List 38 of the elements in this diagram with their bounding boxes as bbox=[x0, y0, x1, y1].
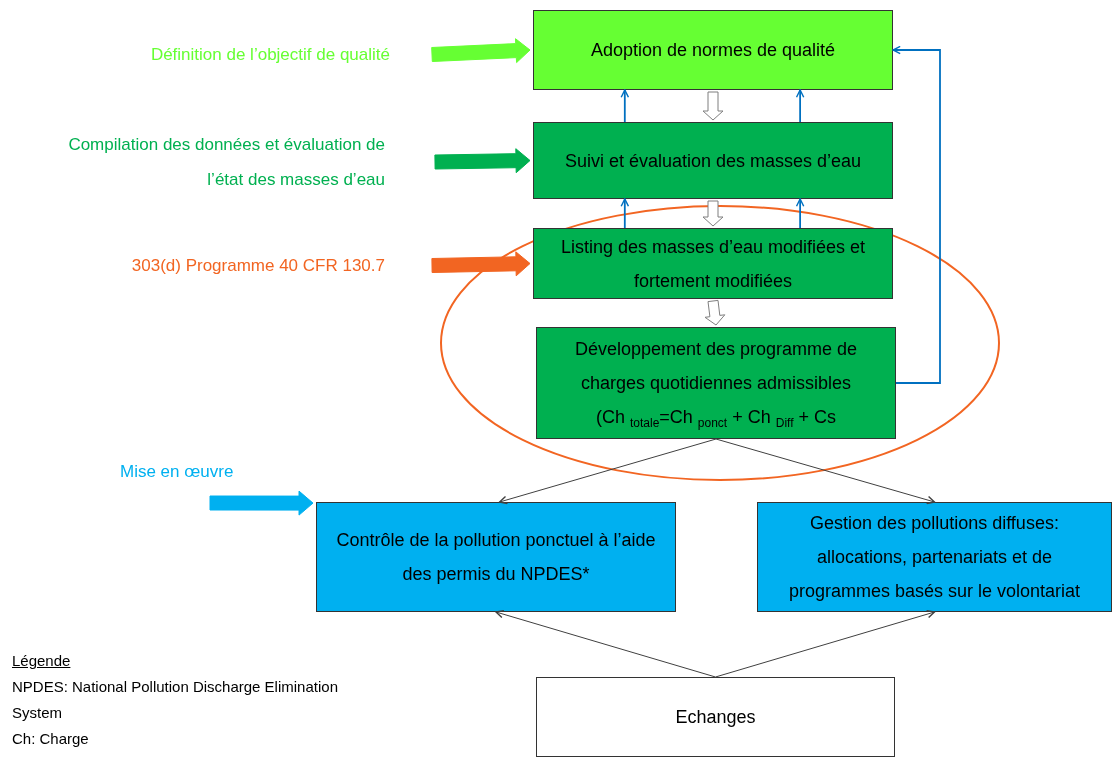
box-text: (Ch $_{totale}$=Ch $_{ponct}$ + Ch $_{Diff}$ + Cs bbox=[595, 406, 837, 432]
arrow bbox=[495, 609, 716, 678]
box-text: Listing des masses d’eau modifiées et fortement modifiées bbox=[559, 235, 867, 293]
process-box bbox=[533, 122, 893, 199]
step-label: 303(d) Programme 40 CFR 130.7 bbox=[40, 248, 385, 283]
legend-text: NPDES: National Pollution Discharge Elimination System bbox=[12, 677, 339, 723]
arrow bbox=[795, 198, 805, 229]
box-text: Gestion des pollutions diffuses: allocations, partenariats et de programmes basés sur le volontariat bbox=[787, 512, 1082, 603]
block-arrow bbox=[704, 299, 726, 326]
box-text: Suivi et évaluation des masses d’eau bbox=[564, 149, 862, 173]
process-box bbox=[316, 502, 676, 612]
arrow bbox=[795, 89, 805, 123]
box-text: Contrôle de la pollution ponctuel à l’aide des permis du NPDES* bbox=[335, 529, 657, 586]
arrow bbox=[498, 438, 717, 505]
process-box bbox=[533, 10, 893, 90]
step-label: Définition de l’objectif de qualité bbox=[40, 37, 390, 72]
box-text: Echanges bbox=[675, 706, 756, 729]
arrow bbox=[620, 198, 630, 229]
arrow bbox=[620, 89, 630, 123]
block-arrow bbox=[209, 490, 314, 516]
legend-heading: Légende bbox=[12, 651, 72, 671]
process-box bbox=[536, 677, 895, 757]
process-box bbox=[533, 228, 893, 299]
block-arrow bbox=[702, 91, 724, 121]
box-text: Adoption de normes de qualité bbox=[590, 39, 836, 62]
legend-text: Ch: Charge bbox=[12, 729, 90, 749]
arrow bbox=[715, 609, 936, 678]
step-label: Mise en œuvre bbox=[120, 454, 270, 486]
arrow bbox=[715, 438, 936, 505]
block-arrow bbox=[702, 200, 724, 227]
process-box bbox=[757, 502, 1112, 612]
step-label: Compilation des données et évaluation de l’état des masses d’eau bbox=[40, 127, 385, 197]
block-arrow bbox=[431, 251, 531, 277]
box-text: Développement des programme de charges quotidiennes admissibles bbox=[573, 338, 859, 395]
process-box bbox=[536, 327, 896, 439]
block-arrow bbox=[434, 148, 531, 174]
arrow bbox=[892, 45, 941, 384]
block-arrow bbox=[431, 38, 531, 64]
